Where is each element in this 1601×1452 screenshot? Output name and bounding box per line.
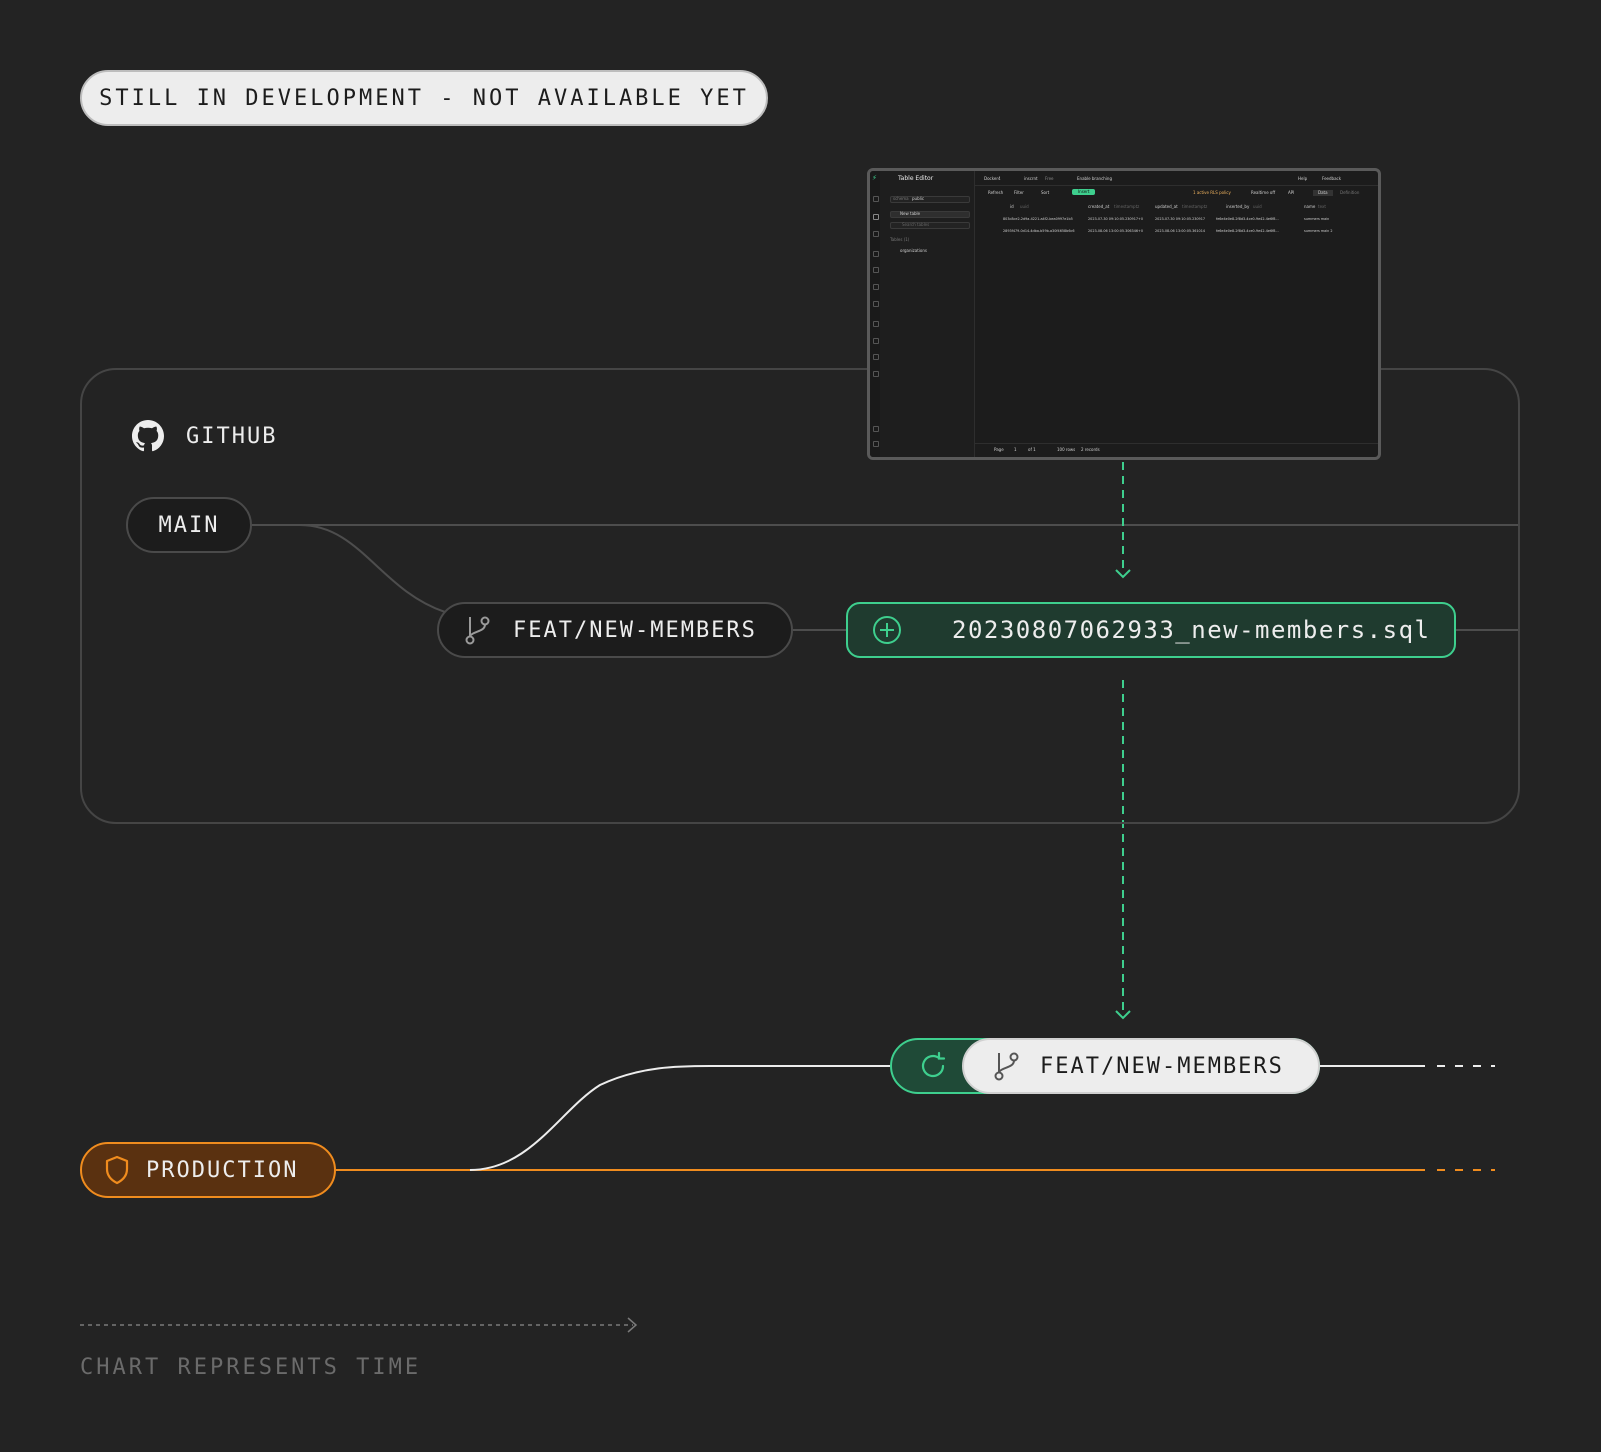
table-cell[interactable]: 2023-08-06 13:00:05.306346+0 [1088,229,1144,233]
nav-icon [873,267,879,273]
feature-branch-label: FEAT/NEW-MEMBERS [513,617,757,643]
table-cell[interactable]: 2023-07-30 09:10:05.230917+0 [1088,217,1144,221]
github-icon [132,420,164,452]
feedback-button[interactable]: Feedback [1322,176,1342,181]
github-label: GITHUB [186,423,278,449]
rows-per-page[interactable]: 100 rows [1057,447,1076,452]
table-editor-screenshot: ⚡ Table Editor schema public New table S… [867,168,1381,460]
rls-policy-link[interactable]: 1 active RLS policy [1193,190,1231,195]
search-tables-input[interactable] [890,222,970,229]
refresh-icon [921,1051,946,1078]
pagination-page-label: Page [994,447,1004,452]
column-header[interactable]: inserted_by [1226,204,1250,209]
nav-icon [873,301,879,307]
git-branch-icon [994,1052,1019,1081]
api-button[interactable]: API [1288,190,1295,195]
feature-branch-curve [299,524,446,613]
enable-branching-link[interactable]: Enable branching [1077,176,1112,181]
pagination-of: of 1 [1028,447,1036,452]
column-type: uuid [1020,204,1029,209]
table-item-organizations[interactable]: organizations [900,248,927,253]
nav-icon [873,214,879,220]
time-axis-label: CHART REPRESENTS TIME [80,1355,422,1380]
shield-icon [105,1155,129,1185]
arrowhead-2 [1115,1010,1131,1020]
production-branch-label: PRODUCTION [146,1157,299,1183]
nav-icon [873,338,879,344]
nav-icon [873,441,879,447]
table-cell[interactable]: 803c8ce2-2d9a-4221-a4f2-bea0997e1b5 [1003,217,1073,221]
org-name[interactable]: Docker4 [984,176,1001,181]
tables-heading: Tables (1) [890,237,910,242]
help-button[interactable]: Help [1298,176,1308,181]
nav-icon [873,251,879,257]
column-header[interactable]: updated_at [1155,204,1178,209]
production-branch: PRODUCTION [80,1142,336,1198]
definition-tab[interactable]: Definition [1340,190,1360,195]
column-header[interactable]: name [1304,204,1316,209]
development-notice-text: STILL IN DEVELOPMENT - NOT AVAILABLE YET [99,85,749,111]
plus-circle-icon [873,616,901,644]
nav-icon [873,196,879,202]
sort-button[interactable]: Sort [1041,190,1050,195]
main-branch: MAIN [126,497,252,553]
new-table-label: New table [900,211,921,216]
migration-file: 20230807062933_new-members.sql [846,602,1456,658]
insert-button[interactable]: Insert [1072,189,1096,195]
development-notice: STILL IN DEVELOPMENT - NOT AVAILABLE YET [80,70,768,126]
github-header: GITHUB [132,420,277,452]
column-header[interactable]: created_at [1088,204,1110,209]
plan-badge: Free [1045,176,1054,181]
column-type: uuid [1253,204,1262,209]
logo-icon: ⚡ [872,174,877,182]
column-header[interactable]: id [1010,204,1014,209]
nav-icon [873,284,879,290]
pagination-bar [974,443,1378,457]
column-type: text [1318,204,1326,209]
nav-icon [873,354,879,360]
search-tables-placeholder: Search tables [902,222,930,227]
schema-value: public [912,196,925,201]
git-branch-icon [465,616,490,645]
column-type: timestamptz [1182,204,1208,209]
preview-branch: FEAT/NEW-MEMBERS [962,1038,1320,1094]
record-count: 2 records [1081,447,1100,452]
main-branch-label: MAIN [158,512,220,538]
nav-icon [873,231,879,237]
sidebar-title: Table Editor [898,175,934,182]
refresh-button[interactable]: Refresh [988,190,1004,195]
migration-file-name: 20230807062933_new-members.sql [952,616,1431,644]
screenshot-topbar: Docker4 inscrnt Free Enable branching He… [974,171,1378,186]
new-table-button[interactable] [890,211,970,218]
table-cell[interactable]: 2893f479-0d14-4dba-b59b-a30f4658b6c6 [1003,229,1075,233]
schema-label: schema [893,196,909,201]
table-cell[interactable]: fe6e4e0e8-2f8d3-4ce0-9e42-4e6f8... [1216,217,1279,221]
data-tab[interactable]: Data [1313,190,1333,196]
preview-branch-curve [469,1065,890,1171]
table-cell[interactable]: summers main 2 [1304,229,1333,233]
table-cell[interactable]: 2023-08-06 13:00:05.361014 [1155,229,1206,233]
arrowhead-1 [1115,569,1131,579]
github-region [80,368,1520,824]
table-cell[interactable]: fe6e4e0e8-2f8d3-4ce0-9e42-4e6f8... [1216,229,1279,233]
realtime-toggle[interactable]: Realtime off [1251,190,1276,195]
filter-button[interactable]: Filter [1014,190,1024,195]
time-arrow-head [627,1317,638,1333]
screenshot-sidebar: Table Editor schema public New table Sea… [880,171,975,457]
preview-branch-label: FEAT/NEW-MEMBERS [1040,1053,1284,1079]
column-type: timestamptz [1114,204,1140,209]
pagination-page-input[interactable]: 1 [1014,447,1017,452]
schema-select[interactable] [890,196,970,203]
project-name[interactable]: inscrnt [1024,176,1038,181]
nav-icon [873,371,879,377]
table-cell[interactable]: summers main [1304,217,1330,221]
nav-icon [873,321,879,327]
table-cell[interactable]: 2023-07-30 09:10:05.230917 [1155,217,1206,221]
nav-icon [873,426,879,432]
feature-branch: FEAT/NEW-MEMBERS [437,602,793,658]
